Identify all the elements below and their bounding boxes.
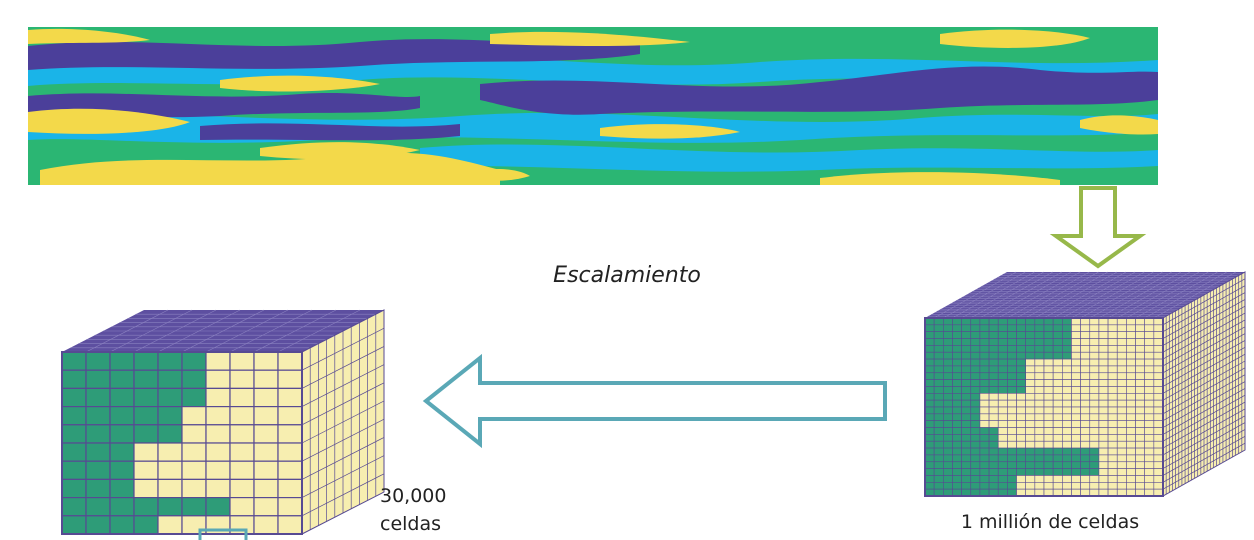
small-grid-cube <box>61 309 385 535</box>
down-arrow <box>1049 186 1147 269</box>
small-grid-cell-count: 30,000 <box>380 485 446 507</box>
large-grid-cube <box>924 271 1246 497</box>
diagram-title: Escalamiento <box>553 263 701 288</box>
small-partial-box <box>198 528 248 540</box>
left-arrow <box>422 353 887 449</box>
small-grid-cell-unit: celdas <box>380 513 441 535</box>
geologic-model-strip <box>28 27 1158 185</box>
large-grid-cell-count: 1 millión de celdas <box>961 511 1139 533</box>
